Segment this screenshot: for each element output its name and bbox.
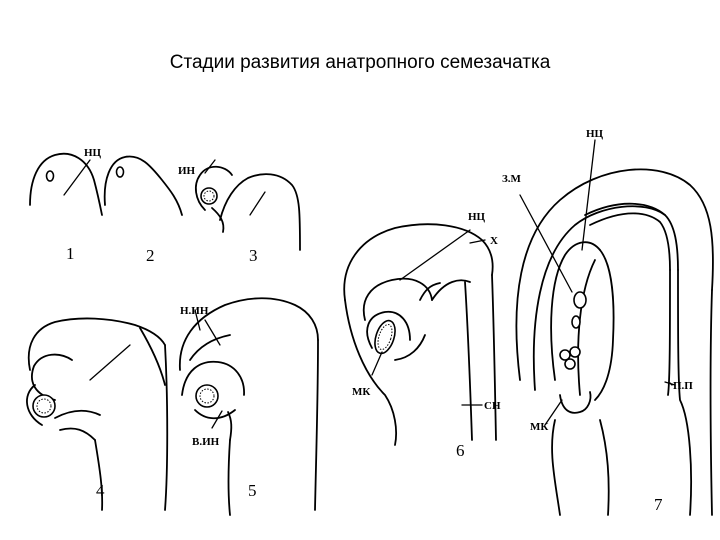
label-vin-stage5: В.ИН (192, 436, 220, 448)
label-x-stage6: Х (490, 235, 498, 247)
stage-number-1: 1 (66, 244, 75, 263)
stage-6-drawing (343, 223, 497, 446)
stage-4-drawing (26, 317, 169, 511)
label-mk-stage7: МК (530, 421, 548, 433)
label-mk-stage6: МК (352, 386, 370, 398)
page-title: Стадии развития анатропного семезачатка (169, 52, 551, 73)
label-pp-stage7: П.П (673, 380, 693, 392)
stage-number-3: 3 (249, 246, 258, 265)
stage-number-4: 4 (96, 481, 105, 500)
label-nc-stage1: НЦ (84, 147, 102, 159)
stage-number-6: 6 (456, 441, 465, 460)
label-sn-stage6: СН (484, 400, 501, 412)
stage-number-2: 2 (146, 246, 155, 265)
label-zm-stage7: З.М (502, 173, 522, 185)
label-nc-stage7: НЦ (586, 128, 604, 140)
stage-5-drawing (179, 297, 319, 516)
stage-number-7: 7 (654, 495, 663, 514)
stage-1-drawing (29, 152, 103, 216)
label-in-stage2: ИН (178, 165, 196, 177)
stage-7-drawing (515, 139, 714, 516)
label-nc-stage6: НЦ (468, 211, 486, 223)
label-nin-stage5: Н.ИН (180, 305, 209, 317)
stage-number-5: 5 (248, 481, 257, 500)
stage-3-drawing (194, 159, 301, 251)
stage-2-drawing (103, 155, 183, 216)
